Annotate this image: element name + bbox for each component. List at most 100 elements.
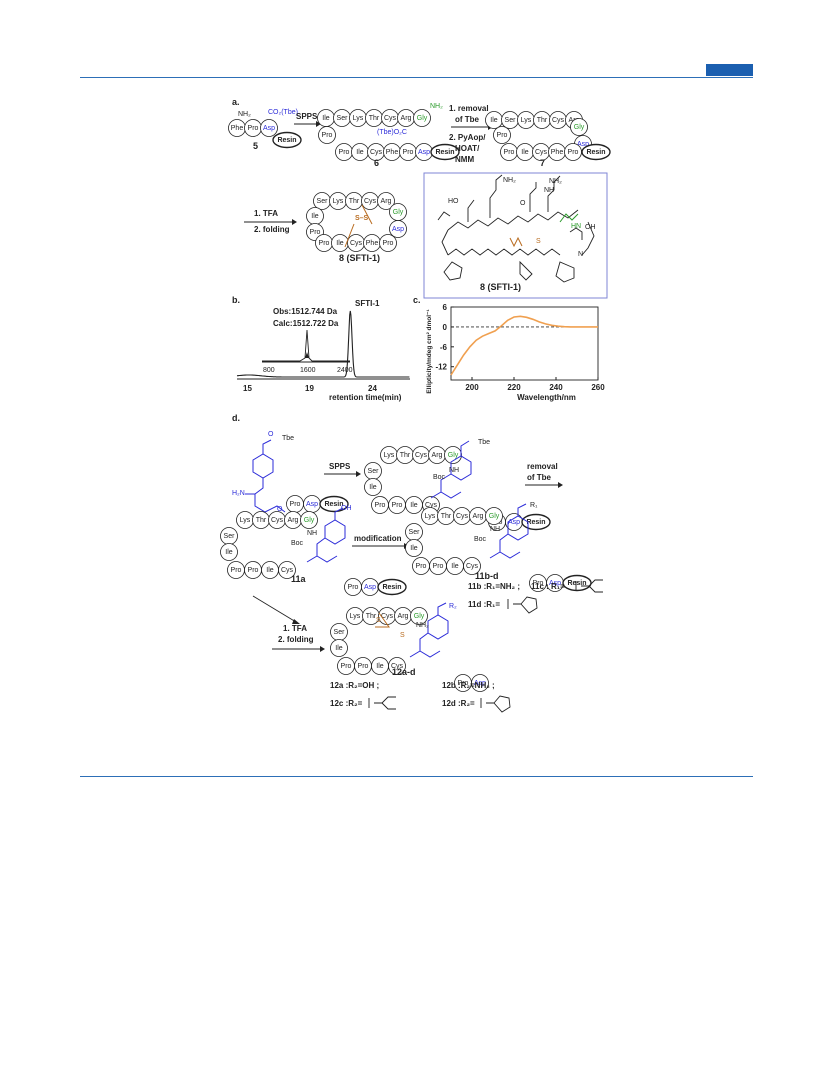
cpd10-nh: NH — [449, 467, 459, 474]
step-a2-line5: NMM — [455, 155, 474, 164]
g-cpd11a-residue-gly: Gly — [304, 517, 315, 524]
cd-x-tick-label: 220 — [507, 383, 521, 392]
footer-rule — [80, 776, 753, 777]
g-cpd12-residue-lys: Lys — [350, 613, 361, 620]
ms-observed-mass: Obs:1512.744 Da — [273, 307, 338, 316]
g-cpd10-residue-ile: Ile — [369, 484, 377, 491]
step-d2-line1: removal — [527, 462, 558, 471]
cpd6-tbe: (Tbe)O₂C — [377, 129, 407, 136]
g-cpd11a-residue-cys: Cys — [281, 567, 294, 574]
cpd8-residue-pro: Pro — [319, 240, 330, 247]
cd-y-tick-label: 0 — [443, 323, 448, 332]
cpd5-co2tbe: CO₂(Tbe) — [268, 109, 298, 116]
cpd9-residue-pro: Pro — [290, 501, 301, 508]
cpd8-residue-cys: Cys — [350, 240, 363, 247]
cpd8-disulfide: S–S — [355, 215, 369, 222]
cpd9-resin-ellipse — [319, 495, 349, 513]
cpd8-residue-pro: Pro — [310, 229, 321, 236]
g-cpd11a-residue-circle — [278, 561, 296, 579]
diethylamino-icon-11c — [575, 579, 603, 593]
cpd6-nh2: NH₂ — [430, 103, 443, 110]
g-cpd11a-residue-arg: Arg — [288, 517, 299, 524]
g-cpd11a-residue-circle — [300, 511, 318, 529]
r2-def-12b: 12b :R₂=NH₂ ; — [442, 681, 495, 690]
g-cpd12-residue-circle — [471, 674, 489, 692]
g-cpd11a-resin-ellipse — [377, 578, 407, 596]
g-cpd11bd-residue-pro: Pro — [533, 580, 544, 587]
cpd12-disulfide-bond — [375, 612, 390, 628]
g-cpd11bd-residue-ile: Ile — [410, 545, 418, 552]
cpd6-number: 6 — [374, 158, 379, 168]
cpd7-residue-pro: Pro — [504, 149, 515, 156]
cpd5-residue-phe: Phe — [231, 125, 244, 132]
header-tab — [706, 64, 753, 76]
g-cpd11bd-resin-ellipse — [562, 574, 592, 592]
cpd6-resin-label: Resin — [435, 149, 454, 156]
pyrrolidine-icon-11d — [507, 596, 538, 614]
sfti-n: N — [578, 251, 583, 258]
cpd7-residue-circle — [493, 126, 511, 144]
g-cpd10-residue-circle — [364, 478, 382, 496]
cpd6-residue-phe: Phe — [386, 149, 399, 156]
compound-10: LysThrCysArgGlySerIleProProIleCysProAspR… — [364, 446, 551, 531]
cd-plot-frame — [450, 306, 599, 381]
cpd6-residue-cys: Cys — [384, 115, 397, 122]
step-d4-diagonal-arrow — [252, 595, 297, 623]
sfti-nh2-arg: NH₂ — [549, 178, 562, 185]
cpd6-residue-gly: Gly — [417, 115, 428, 122]
g-cpd10-residue-ile: Ile — [410, 502, 418, 509]
g-cpd12-residue-circle — [410, 607, 428, 625]
cpd6-residue-circle — [318, 126, 336, 144]
cpd5-nh2: NH₂ — [238, 111, 251, 118]
ms-inset-spectrum — [262, 329, 350, 362]
g-cpd10-residue-pro: Pro — [392, 502, 403, 509]
cpd8-number: 8 (SFTI-1) — [339, 253, 380, 263]
cpd6-residue-ile: Ile — [322, 115, 330, 122]
r2-def-12a: 12a :R₂=OH ; — [330, 681, 379, 690]
g-cpd11a-residue-ile: Ile — [266, 567, 274, 574]
cpd7-residue-asp: Asp — [577, 141, 589, 148]
chromatogram-tick-15: 15 — [243, 384, 252, 393]
cd-x-tick-label: 240 — [549, 383, 563, 392]
g-cpd10-residue-ser: Ser — [368, 468, 380, 475]
g-cpd12-residue-asp: Asp — [474, 680, 486, 687]
compound-7: IleSerLysThrCysArgProGlyAspProIleCysPheP… — [485, 111, 611, 161]
cd-ylabel: Ellipticity/mdeg cm² dmol⁻¹ — [426, 309, 433, 393]
g-cpd11bd-residue-lys: Lys — [425, 513, 436, 520]
r2-def-12c: 12c :R₂= — [330, 699, 363, 708]
cd-x-tick-label: 260 — [591, 383, 605, 392]
diethylamino-icon-12c — [368, 696, 396, 710]
r2-def-12d: 12d :R₂= — [442, 699, 475, 708]
g-cpd12-residue-thr: Thr — [366, 613, 377, 620]
g-cpd11bd-residue-asp: Asp — [549, 580, 561, 587]
cpd11bd-r1: R₁ — [530, 502, 538, 509]
cpd7-residue-phe: Phe — [551, 149, 564, 156]
cpd6-residue-circle — [413, 109, 431, 127]
cpd7-residue-ser: Ser — [505, 117, 517, 124]
cpd9-resin-label: Resin — [324, 501, 343, 508]
cpd5-residue-asp: Asp — [263, 125, 275, 132]
r1-def-11d: 11d :R₁= — [468, 600, 500, 609]
cpd11bd-number: 11b-d — [475, 571, 499, 581]
pyrrolidine-icon-12d — [480, 695, 511, 713]
step-a2-line2: of Tbe — [455, 115, 480, 124]
g-cpd11bd-residue-ile: Ile — [451, 563, 459, 570]
g-cpd11bd-residue-pro: Pro — [433, 563, 444, 570]
sfti-ho: HO — [448, 198, 459, 205]
cpd8-residue-circle — [377, 192, 395, 210]
cpd6-residue-cys: Cys — [370, 149, 383, 156]
cpd10-boc: Boc — [433, 474, 446, 481]
cpd7-residue-circle — [570, 118, 588, 136]
cpd11a-number: 11a — [291, 574, 307, 584]
cpd8-residue-gly: Gly — [393, 209, 404, 216]
panel-b-label: b. — [232, 295, 240, 305]
panel-c-label: c. — [413, 295, 421, 305]
panel-d-label: d. — [232, 413, 240, 423]
g-cpd12-residue-cys: Cys — [391, 663, 404, 670]
sfti-nh-arg: NH — [544, 187, 554, 194]
